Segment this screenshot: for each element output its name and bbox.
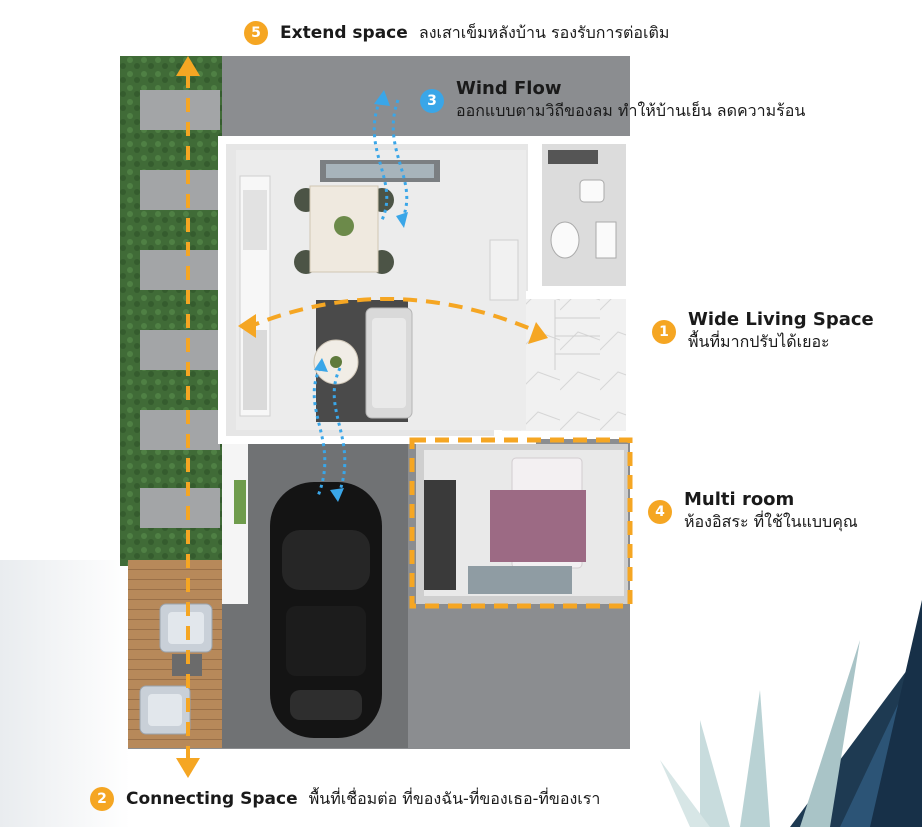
living-space-arc: [238, 297, 548, 344]
bathroom-floor: [534, 136, 634, 294]
plant-icon: [330, 356, 342, 368]
feature-description: ลงเสาเข็มหลังบ้าน รองรับการต่อเติม: [418, 23, 670, 42]
shelf: [424, 480, 456, 590]
feature-badge: 1: [652, 320, 676, 344]
bed-blanket: [490, 490, 586, 562]
multi-room-outline: [409, 437, 633, 609]
feature-badge: 3: [420, 89, 444, 113]
arrow-icon: [238, 314, 256, 338]
stepping-stones: [140, 90, 220, 528]
feature-description: พื้นที่มากปรับได้เยอะ: [688, 332, 830, 351]
arrow-icon: [176, 56, 200, 76]
feature-wide-living-space: 1 Wide Living Space พื้นที่มากปรับได้เยอ…: [652, 309, 874, 353]
feature-badge: 4: [648, 500, 672, 524]
floor-window: [468, 566, 572, 594]
wind-flow: [312, 99, 409, 497]
dining-set: [294, 185, 394, 274]
stairs: [554, 300, 600, 370]
feature-title: Connecting Space: [126, 789, 298, 809]
arrow-icon: [176, 758, 200, 778]
feature-multi-room: 4 Multi room ห้องอิสระ ที่ใช้ในแบบคุณ: [648, 489, 858, 533]
feature-title: Extend space: [280, 23, 408, 43]
feature-connecting-space: 2 Connecting Space พื้นที่เชื่อมต่อ ที่ข…: [90, 787, 600, 812]
feature-title: Wind Flow: [456, 78, 562, 99]
feature-title: Wide Living Space: [688, 309, 874, 330]
feature-description: พื้นที่เชื่อมต่อ ที่ของฉัน-ที่ของเธอ-ที่…: [308, 789, 601, 808]
garden-grass: [120, 56, 222, 566]
background-fade: [0, 560, 130, 827]
feature-description: ออกแบบตามวิถีของลม ทำให้บ้านเย็น ลดความร…: [456, 101, 806, 120]
agave-plant-decoration: [660, 600, 922, 827]
feature-badge: 5: [244, 21, 268, 45]
feature-extend-space: 5 Extend space ลงเสาเข็มหลังบ้าน รองรับก…: [244, 21, 669, 46]
connecting-path: [176, 56, 200, 778]
feature-description: ห้องอิสระ ที่ใช้ในแบบคุณ: [684, 512, 858, 531]
feature-badge: 2: [90, 787, 114, 811]
arrow-icon: [528, 322, 548, 344]
wind-arrow-heads: [314, 90, 408, 502]
feature-wind-flow: 3 Wind Flow ออกแบบตามวิถีของลม ทำให้บ้าน…: [420, 78, 805, 122]
feature-title: Multi room: [684, 489, 795, 510]
car-icon: [270, 482, 382, 738]
